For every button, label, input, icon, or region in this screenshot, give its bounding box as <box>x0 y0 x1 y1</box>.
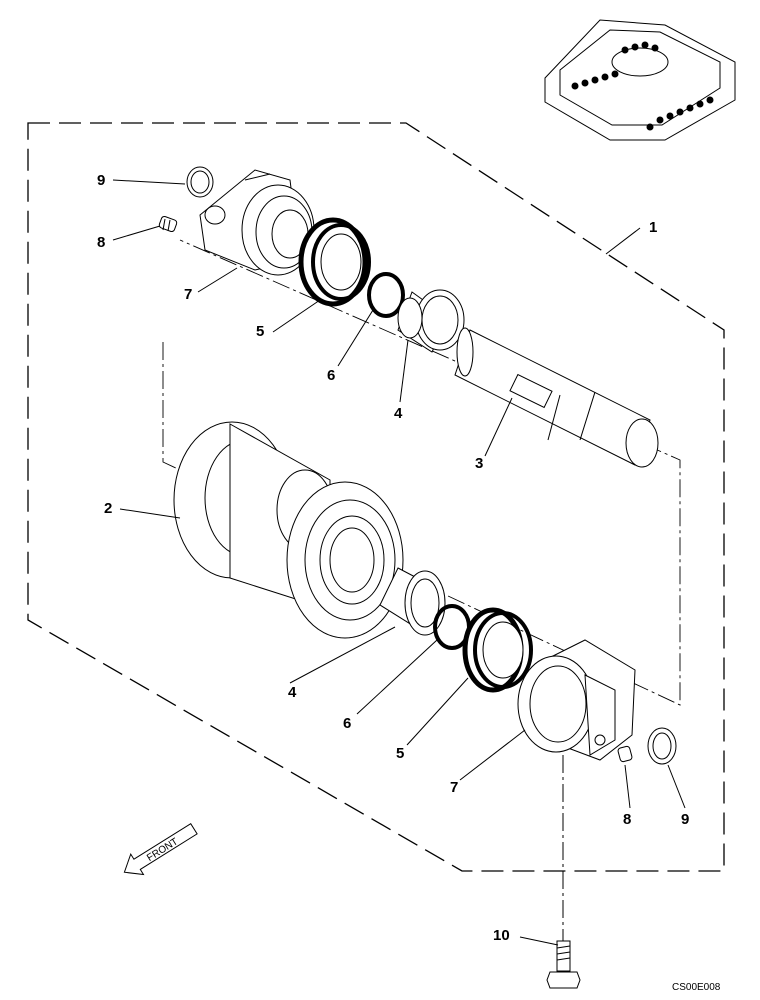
bracket-lower <box>517 639 636 761</box>
bushing-upper <box>397 289 465 353</box>
o-ring-upper <box>367 272 405 318</box>
callout-7-upper: 7 <box>184 286 192 303</box>
bracket-upper <box>199 169 315 276</box>
seal-upper <box>298 217 371 307</box>
snap-ring-lower <box>647 727 677 765</box>
shaft <box>454 327 659 468</box>
front-arrow-icon: FRONT <box>123 823 198 876</box>
callout-9-lower: 9 <box>681 811 689 828</box>
callout-6-upper: 6 <box>327 367 335 384</box>
callout-8-lower: 8 <box>623 811 631 828</box>
snap-ring-upper <box>186 166 214 198</box>
callout-9-upper: 9 <box>97 172 105 189</box>
plug-upper <box>158 215 178 233</box>
figure-code: CS00E008 <box>672 982 721 993</box>
callout-4-upper: 4 <box>394 405 403 422</box>
track-frame-locator-icon <box>544 19 736 141</box>
callout-7-lower: 7 <box>450 779 458 796</box>
callout-1: 1 <box>649 219 657 236</box>
callout-2: 2 <box>104 500 112 517</box>
callout-3: 3 <box>475 455 483 472</box>
callout-4-lower: 4 <box>288 684 297 701</box>
callout-6-lower: 6 <box>343 715 351 732</box>
callout-10: 10 <box>493 927 510 944</box>
assembly-boundary <box>27 122 725 872</box>
seal-lower <box>462 607 533 693</box>
leader-lines <box>112 179 686 946</box>
callout-5-upper: 5 <box>256 323 264 340</box>
callout-8-upper: 8 <box>97 234 105 251</box>
bolt <box>546 755 581 989</box>
plug-lower <box>617 745 633 763</box>
callout-5-lower: 5 <box>396 745 404 762</box>
roller <box>173 421 404 639</box>
